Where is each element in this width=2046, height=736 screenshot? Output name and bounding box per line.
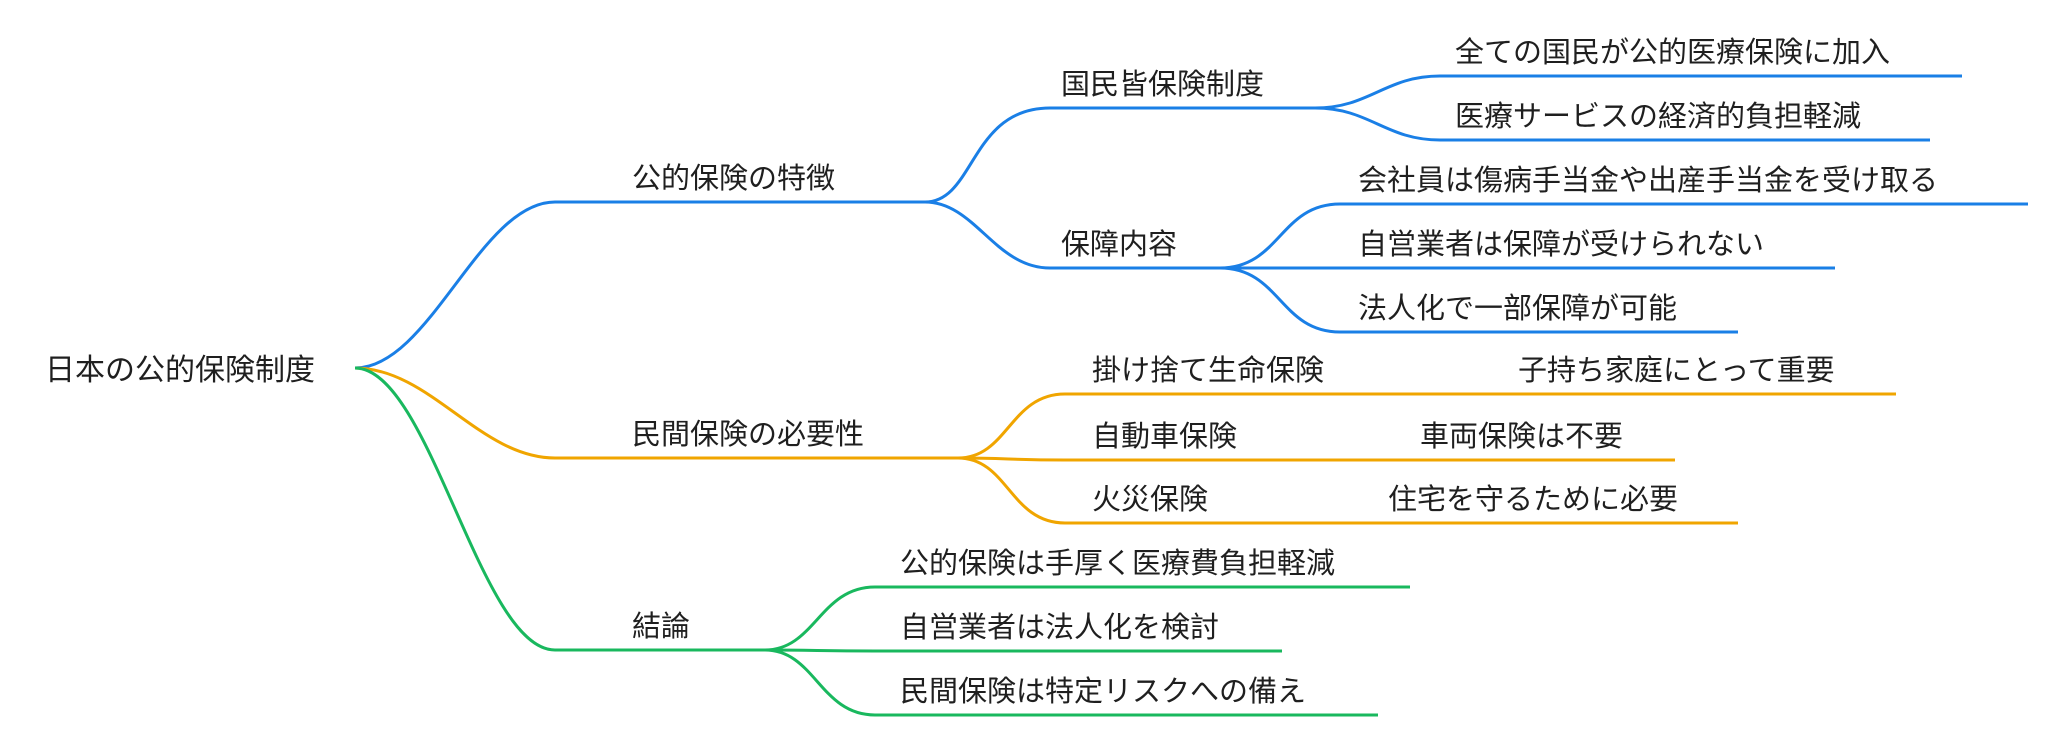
edge-root-to-conclusion bbox=[354, 366, 765, 652]
edge-conclusion-leaf-2 bbox=[764, 648, 1282, 653]
leaf-employee-allowances: 会社員は傷病手当金や出産手当金を受け取る bbox=[1358, 163, 1938, 197]
node-fire-insurance: 火災保険 bbox=[1092, 482, 1208, 516]
root-node-label: 日本の公的保険制度 bbox=[45, 353, 315, 388]
leaf-all-citizens-enrolled: 全ての国民が公的医療保険に加入 bbox=[1455, 35, 1890, 69]
node-conclusion: 結論 bbox=[632, 609, 690, 643]
edge-coverage-leaf-1 bbox=[1219, 202, 2028, 270]
edge-public-to-coverage bbox=[924, 200, 1220, 270]
leaf-self-employed-incorporate: 自営業者は法人化を検討 bbox=[900, 610, 1219, 644]
edge-private-to-auto bbox=[957, 456, 1675, 462]
node-private-insurance: 民間保険の必要性 bbox=[632, 417, 864, 451]
edge-conclusion-leaf-3 bbox=[764, 648, 1378, 717]
node-universal-coverage: 国民皆保険制度 bbox=[1061, 67, 1264, 101]
leaf-private-specific-risk: 民間保険は特定リスクへの備え bbox=[900, 674, 1306, 708]
node-coverage-content: 保障内容 bbox=[1061, 227, 1177, 261]
edge-root-to-private bbox=[354, 366, 958, 460]
edge-conclusion-leaf-1 bbox=[764, 585, 1410, 652]
leaf-self-employed-no-coverage: 自営業者は保障が受けられない bbox=[1358, 227, 1764, 261]
leaf-public-generous: 公的保険は手厚く医療費負担軽減 bbox=[900, 546, 1335, 580]
leaf-vehicle-not-needed: 車両保険は不要 bbox=[1420, 419, 1623, 453]
edge-root-to-public bbox=[354, 200, 925, 370]
leaf-families-important: 子持ち家庭にとって重要 bbox=[1518, 353, 1835, 387]
branch-public-insurance bbox=[354, 74, 2028, 370]
edge-private-to-fire bbox=[957, 456, 1738, 525]
edge-universal-leaf-1 bbox=[1314, 74, 1962, 110]
leaf-protect-home: 住宅を守るために必要 bbox=[1388, 482, 1678, 516]
node-term-life: 掛け捨て生命保険 bbox=[1092, 353, 1324, 387]
branch-private-insurance bbox=[354, 366, 1896, 525]
leaf-reduced-burden: 医療サービスの経済的負担軽減 bbox=[1455, 99, 1861, 133]
edge-private-to-term-life bbox=[957, 392, 1896, 460]
node-auto-insurance: 自動車保険 bbox=[1092, 419, 1237, 453]
edge-universal-leaf-2 bbox=[1314, 106, 1930, 142]
node-public-insurance: 公的保険の特徴 bbox=[632, 161, 835, 195]
branch-conclusion bbox=[354, 366, 1410, 717]
edge-coverage-leaf-3 bbox=[1219, 266, 1738, 334]
leaf-incorporation-coverage: 法人化で一部保障が可能 bbox=[1358, 291, 1677, 325]
edge-public-to-universal bbox=[924, 106, 1315, 204]
